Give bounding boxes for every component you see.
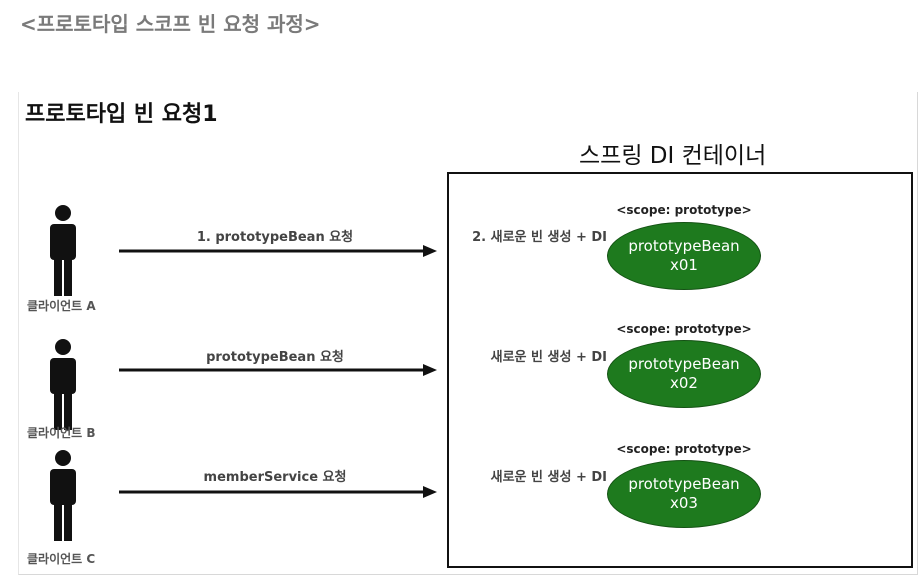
prototype-bean-x03: prototypeBean x03 <box>607 460 761 528</box>
person-icon <box>50 205 76 296</box>
bean-name: prototypeBean <box>628 475 740 493</box>
create-label-2: 새로운 빈 생성 + DI <box>490 350 607 365</box>
bean-name: prototypeBean <box>628 355 740 373</box>
scope-label-1: <scope: prototype> <box>616 203 752 217</box>
diagram-title: 프로토타입 빈 요청1 <box>25 102 218 127</box>
bean-id: x01 <box>670 256 698 274</box>
bean-id: x02 <box>670 374 698 392</box>
create-label-1: 2. 새로운 빈 생성 + DI <box>472 230 607 245</box>
spring-di-container-box <box>447 172 913 568</box>
bean-name: prototypeBean <box>628 237 740 255</box>
create-label-3: 새로운 빈 생성 + DI <box>490 470 607 485</box>
scope-label-2: <scope: prototype> <box>616 322 752 336</box>
diagram-panel: 프로토타입 빈 요청1 스프링 DI 컨테이너 클라이언트 A 1. proto… <box>18 92 918 575</box>
person-icon <box>50 450 76 541</box>
client-label-b: 클라이언트 B <box>27 426 96 440</box>
client-label-a: 클라이언트 A <box>27 299 96 313</box>
prototype-bean-x02: prototypeBean x02 <box>607 340 761 408</box>
container-title: 스프링 DI 컨테이너 <box>579 143 767 169</box>
bean-id: x03 <box>670 494 698 512</box>
request-label-1: 1. prototypeBean 요청 <box>196 230 354 245</box>
request-label-3: memberService 요청 <box>203 470 347 485</box>
client-label-c: 클라이언트 C <box>27 552 96 566</box>
scope-label-3: <scope: prototype> <box>616 442 752 456</box>
person-icon <box>50 339 76 430</box>
page-heading: <프로토타입 스코프 빈 요청 과정> <box>20 12 321 36</box>
request-arrow-1 <box>119 245 437 257</box>
request-arrow-3 <box>119 486 437 498</box>
request-arrow-2 <box>119 364 437 376</box>
request-label-2: prototypeBean 요청 <box>206 350 344 365</box>
prototype-bean-x01: prototypeBean x01 <box>607 222 761 290</box>
